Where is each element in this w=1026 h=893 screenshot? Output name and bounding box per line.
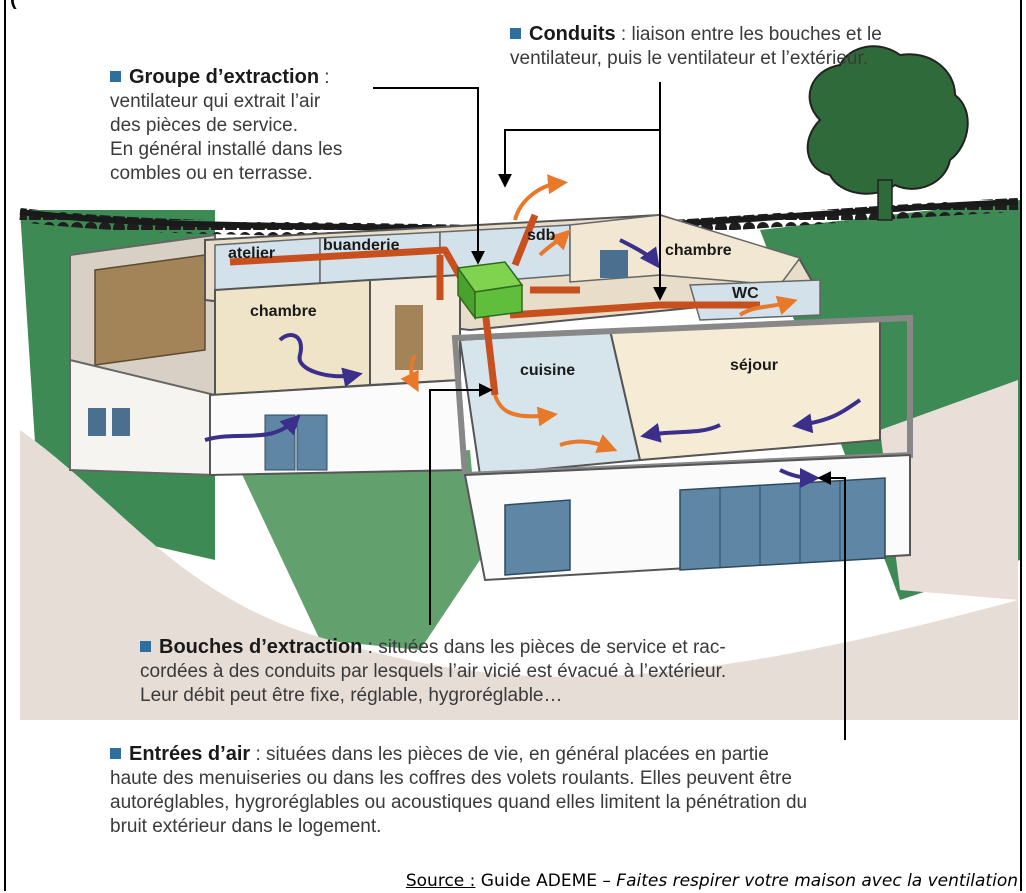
callout-line: autoréglables, hygroréglables ou acousti… xyxy=(110,792,808,813)
bullet-square-icon xyxy=(510,28,521,39)
callout-line: haute des menuiseries ou dans les coffre… xyxy=(110,768,792,789)
room-labels: atelier buanderie sdb chambre chambre WC… xyxy=(228,227,778,379)
bullet-square-icon xyxy=(110,71,121,82)
room-label-chambre-left: chambre xyxy=(250,303,317,320)
room-label-chambre-right: chambre xyxy=(665,242,732,259)
callout-groupe-extraction: Groupe d’extraction : ventilateur qui ex… xyxy=(110,66,343,184)
source-label: Source : xyxy=(405,871,476,891)
fresh-air-flows xyxy=(204,238,862,488)
callout-line: des pièces de service. xyxy=(110,115,298,136)
callout-line: combles ou en terrasse. xyxy=(110,163,313,184)
callout-conduits: Conduits : liaison entre les bouches et … xyxy=(510,23,882,69)
callout-line: cordées à des conduits par lesquels l’ai… xyxy=(140,661,727,682)
room-label-atelier: atelier xyxy=(228,245,275,262)
figure-frame xyxy=(4,0,1022,891)
top-text-fragment: ( xyxy=(10,0,17,11)
room-label-sejour: séjour xyxy=(730,357,778,374)
callout-line: ventilateur, puis le ventilateur et l’ex… xyxy=(510,48,869,69)
callout-line: Leur débit peut être fixe, réglable, hyg… xyxy=(140,685,563,706)
bullet-square-icon xyxy=(140,641,151,652)
extraction-fan-unit xyxy=(456,261,524,321)
leader-lines xyxy=(373,82,846,740)
stale-air-flows xyxy=(400,174,798,453)
room-label-buanderie: buanderie xyxy=(323,237,400,254)
callout-line: ventilateur qui extrait l’air xyxy=(110,91,321,112)
source-publisher: Guide ADEME – xyxy=(475,871,617,891)
source-citation: Source : Guide ADEME – Faites respirer v… xyxy=(406,871,1018,891)
room-label-sdb: sdb xyxy=(527,227,556,244)
room-label-wc: WC xyxy=(732,285,759,302)
callout-entrees-air: Entrées d’air : situées dans les pièces … xyxy=(110,743,808,837)
source-title: Faites respirer votre maison avec la ven… xyxy=(616,871,1018,891)
callout-line: bruit extérieur dans le logement. xyxy=(110,816,382,837)
bullet-square-icon xyxy=(110,748,121,759)
tree xyxy=(806,45,969,221)
callout-bouches-extraction: Bouches d’extraction : situées dans les … xyxy=(140,636,727,706)
room-label-cuisine: cuisine xyxy=(520,362,575,379)
callout-line: En général installé dans les xyxy=(110,139,343,160)
